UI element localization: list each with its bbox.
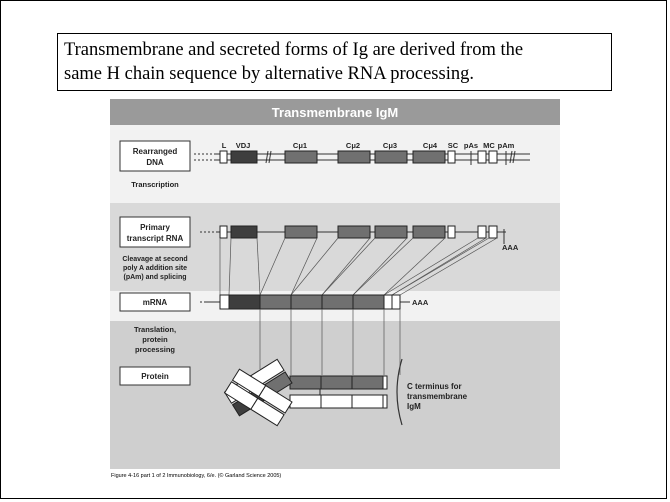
caption-line-2: same H chain sequence by alternative RNA… (64, 64, 474, 84)
label-Cmu3: Cμ3 (383, 141, 397, 150)
label-Cmu4: Cμ4 (423, 141, 438, 150)
figure-credit: Figure 4-16 part 1 of 2 Immunobiology, 6… (111, 473, 282, 479)
label-Cmu1: Cμ1 (293, 141, 307, 150)
label-pAs: pAs (464, 141, 478, 150)
splicing-lines (219, 237, 498, 296)
dna-breaks (265, 150, 516, 164)
stage-rna-line-2: transcript RNA (127, 234, 184, 243)
label-pAm: pAm (498, 141, 515, 150)
stage-box-rna (119, 216, 191, 248)
annotation-cterm-line-2: transmembrane (407, 392, 468, 401)
translation-lines (259, 309, 401, 375)
stage-translation-line-1: Translation, (134, 325, 176, 334)
stage-cleavage-line-3: (pAm) and splicing (124, 274, 187, 281)
stage-box-dna (119, 140, 191, 172)
dna-exons (219, 150, 498, 164)
ig-processing-diagram: Transmembrane IgM L VDJ Cμ1 Cμ2 Cμ3 Cμ4 … (110, 99, 560, 469)
annotation-cterm-line-1: C terminus for (407, 382, 462, 391)
heavy-chain-upper (289, 375, 388, 390)
fab-arm-lower (223, 368, 293, 427)
stage-box-mrna (119, 292, 191, 312)
stage-box-protein (119, 366, 191, 386)
title-band (110, 99, 560, 125)
caption-line-1: Transmembrane and secreted forms of Ig a… (64, 40, 524, 60)
label-MC: MC (483, 141, 495, 150)
stage-dna-line-1: Rearranged (133, 147, 178, 156)
label-L: L (222, 141, 227, 150)
stage-dna-line-2: DNA (146, 158, 164, 167)
stage-transcription: Transcription (131, 180, 179, 189)
annotation-aaa-mrna: AAA (412, 298, 429, 307)
rna-exons (219, 225, 498, 239)
label-VDJ: VDJ (236, 141, 251, 150)
stage-rna-line-1: Primary (140, 223, 170, 232)
caption-box: Transmembrane and secreted forms of Ig a… (57, 33, 612, 91)
polyA-sites-dna (470, 151, 507, 165)
annotation-aaa-rna: AAA (502, 243, 519, 252)
heavy-chain-lower (289, 394, 388, 409)
stage-translation-line-3: processing (135, 345, 175, 354)
stage-mrna: mRNA (143, 298, 168, 307)
figure-title: Transmembrane IgM (272, 105, 398, 120)
stage-protein: Protein (141, 372, 169, 381)
label-Cmu2: Cμ2 (346, 141, 360, 150)
c-terminus-bracket (396, 358, 403, 426)
annotation-cterm-line-3: IgM (407, 402, 421, 411)
stage-cleavage-line-1: Cleavage at second (122, 256, 187, 263)
stage-translation-line-2: protein (142, 335, 168, 344)
label-SC: SC (448, 141, 459, 150)
stage-cleavage-line-2: poly A addition site (123, 265, 187, 272)
mrna-exons (219, 294, 401, 310)
